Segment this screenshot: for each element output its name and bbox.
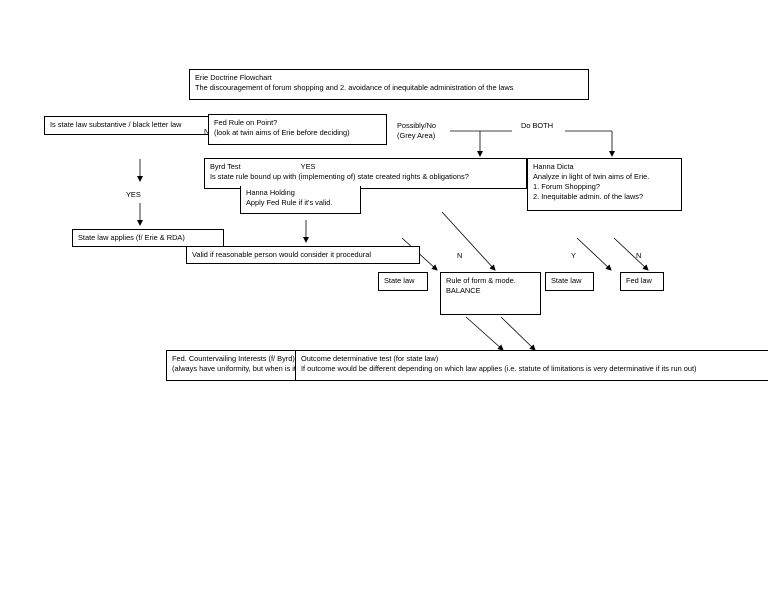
node-state-law-applies-text: State law applies (f/ Erie & RDA) [78,233,185,242]
node-hanna-dicta-line3: 1. Forum Shopping? [533,182,600,191]
node-state-law-2: State law [545,272,594,291]
label-possibly: Possibly/No [397,121,437,130]
node-rule-form-mode-line2: BALANCE [446,286,481,295]
node-byrd-line2: Is state rule bound up with (implementin… [210,172,469,181]
node-state-law-1-text: State law [384,276,415,285]
node-byrd-title: Byrd Test [210,162,241,171]
label-yes-left: YES [126,190,141,199]
node-valid-procedural: Valid if reasonable person would conside… [186,246,420,264]
node-rule-form-mode-line1: Rule of form & mode. [446,276,516,285]
node-fed-law: Fed law [620,272,664,291]
node-fed-countervailing-line1: Fed. Countervailing Interests (f/ Byrd) [172,354,295,363]
node-hanna-dicta-line1: Hanna Dicta [533,162,574,171]
node-substantive-question: Is state law substantive / black letter … [44,116,212,135]
node-outcome-test-line2: If outcome would be different depending … [301,364,697,373]
node-byrd-yes: YES [300,162,316,171]
node-substantive-text: Is state law substantive / black letter … [50,120,182,129]
node-fed-rule: Fed Rule on Point? (look at twin aims of… [208,114,387,145]
node-outcome-test-line1: Outcome determinative test (for state la… [301,354,439,363]
label-n-right: N [636,251,642,260]
label-grey-area: (Grey Area) [397,131,436,140]
node-valid-procedural-text: Valid if reasonable person would conside… [192,250,371,259]
label-n-mid: N [457,251,463,260]
node-outcome-test: Outcome determinative test (for state la… [295,350,768,381]
title-box: Erie Doctrine Flowchart The discourageme… [189,69,589,100]
node-state-law-2-text: State law [551,276,582,285]
arrow-dicta-to-fed-law [613,237,649,271]
arrow-byrd-to-form [441,211,496,271]
node-fed-rule-line2: (look at twin aims of Erie before decidi… [214,128,350,137]
subtitle-text: The discouragement of forum shopping and… [195,83,514,92]
node-hanna-holding: Hanna Holding Apply Fed Rule if it's val… [240,186,361,214]
label-n-small: N [204,127,210,136]
node-hanna-dicta-line2: Analyze in light of twin aims of Erie. [533,172,650,181]
node-fed-law-text: Fed law [626,276,652,285]
node-state-law-1: State law [378,272,428,291]
node-state-law-applies: State law applies (f/ Erie & RDA) [72,229,224,247]
title-text: Erie Doctrine Flowchart [195,73,272,82]
node-rule-form-mode: Rule of form & mode. BALANCE [440,272,541,315]
arrow-form-to-outcome-1 [465,316,504,351]
node-hanna-holding-line2: Apply Fed Rule if it's valid. [246,198,333,207]
node-byrd-test: Byrd Test YES Is state rule bound up with… [204,158,527,189]
node-hanna-dicta-line4: 2. Inequitable admin. of the laws? [533,192,644,201]
label-y-right: Y [571,251,576,260]
node-hanna-dicta: Hanna Dicta Analyze in light of twin aim… [527,158,682,211]
arrow-dicta-to-state-law [576,237,612,271]
node-fed-rule-line1: Fed Rule on Point? [214,118,278,127]
node-byrd-line1: Byrd Test YES [210,162,521,172]
node-fed-countervailing-line2: (always have uniformity, but when is it … [172,364,299,373]
arrow-form-to-outcome-2 [500,316,536,351]
label-do-both: Do BOTH [521,121,554,130]
node-hanna-holding-line1: Hanna Holding [246,188,295,197]
node-fed-countervailing: Fed. Countervailing Interests (f/ Byrd) … [166,350,300,381]
